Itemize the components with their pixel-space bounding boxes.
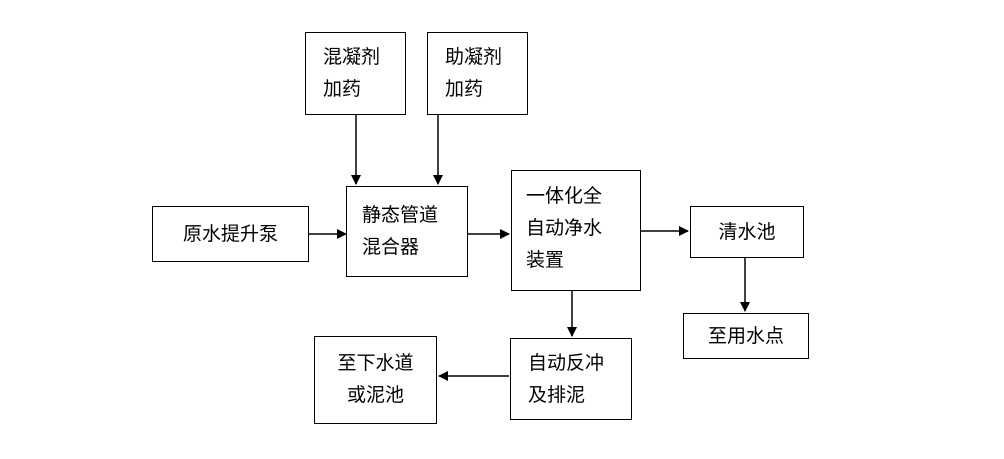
flocculant-line-1: 助凝剂 xyxy=(445,46,503,68)
flocculant-dosing-box: 助凝剂 加药 xyxy=(427,32,528,115)
integrated-purifier-box: 一体化全 自动净水 装置 xyxy=(511,170,641,291)
mixer-line-2: 混合器 xyxy=(362,236,420,258)
purifier-line-1: 一体化全 xyxy=(526,185,603,207)
backwash-line-2: 及排泥 xyxy=(528,384,586,406)
sewer-line-2: 或泥池 xyxy=(346,384,404,406)
coagulant-dosing-box: 混凝剂 加药 xyxy=(305,32,406,115)
raw-pump-label: 原水提升泵 xyxy=(182,223,278,245)
static-pipe-mixer-box: 静态管道 混合器 xyxy=(346,186,468,277)
clear-water-pool-box: 清水池 xyxy=(690,206,804,258)
backwash-line-1: 自动反冲 xyxy=(528,352,605,374)
use-point-label: 至用水点 xyxy=(707,325,784,347)
water-use-point-box: 至用水点 xyxy=(683,313,809,359)
sewer-sludge-pool-box: 至下水道 或泥池 xyxy=(314,336,437,424)
purifier-line-3: 装置 xyxy=(526,249,565,271)
mixer-line-1: 静态管道 xyxy=(362,204,439,226)
flocculant-line-2: 加药 xyxy=(445,78,484,100)
backwash-sludge-box: 自动反冲 及排泥 xyxy=(510,338,632,420)
coagulant-line-2: 加药 xyxy=(323,78,362,100)
raw-water-pump-box: 原水提升泵 xyxy=(152,206,309,262)
sewer-line-1: 至下水道 xyxy=(337,352,414,374)
purifier-line-2: 自动净水 xyxy=(526,217,603,239)
clear-pool-label: 清水池 xyxy=(718,221,776,243)
coagulant-line-1: 混凝剂 xyxy=(323,46,381,68)
